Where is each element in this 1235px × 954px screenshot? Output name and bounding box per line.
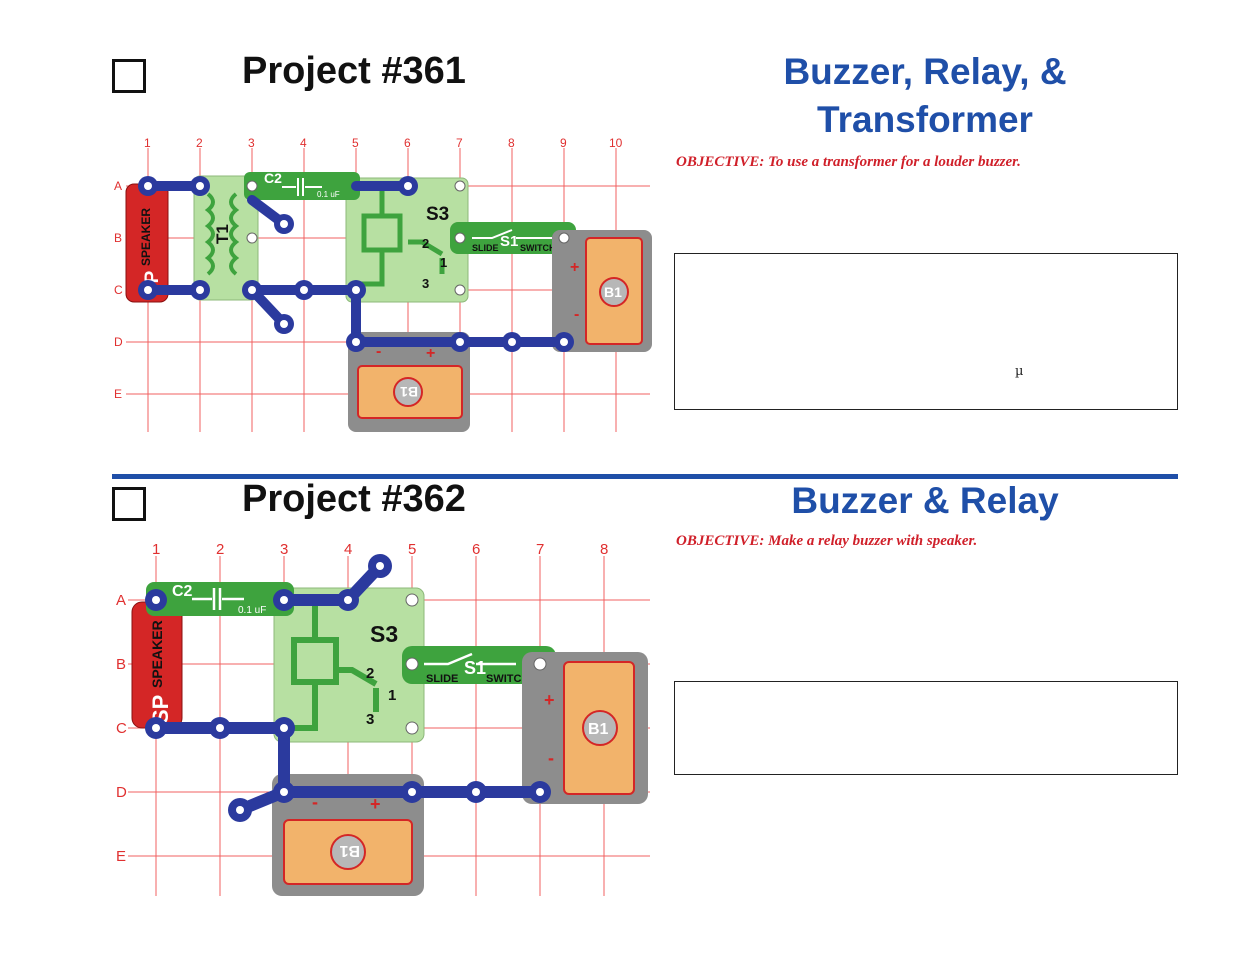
grid-col-10: 10 bbox=[609, 136, 623, 150]
grid-row-a: A bbox=[114, 179, 122, 193]
grid2-col-7: 7 bbox=[536, 541, 544, 558]
capacitor2-c2-label: C2 bbox=[172, 583, 193, 600]
battery2-b1-bottom-label: B1 bbox=[339, 842, 360, 859]
grid-col-9: 9 bbox=[560, 136, 567, 150]
project-361-objective: OBJECTIVE: To use a transformer for a lo… bbox=[676, 154, 1021, 170]
grid2-col-2: 2 bbox=[216, 541, 224, 558]
grid-row-b: B bbox=[114, 231, 122, 245]
grid-col-5: 5 bbox=[352, 136, 359, 150]
project-362-checkbox[interactable] bbox=[112, 487, 146, 521]
project-361-text-box: µ bbox=[674, 253, 1178, 410]
grid2-col-3: 3 bbox=[280, 541, 288, 558]
grid2-row-b: B bbox=[116, 656, 126, 673]
switch2-label: SWITCH bbox=[486, 673, 529, 685]
project-362-title: Project #362 bbox=[242, 478, 466, 520]
section-divider bbox=[112, 474, 1178, 479]
project-362-objective: OBJECTIVE: Make a relay buzzer with spea… bbox=[676, 533, 978, 549]
svg-text:3: 3 bbox=[422, 276, 429, 291]
speaker2-label: SPEAKER bbox=[149, 620, 165, 688]
capacitor-c2-label: C2 bbox=[264, 170, 282, 186]
battery-b1-bottom-label: B1 bbox=[400, 384, 418, 400]
transformer-t1-label: T1 bbox=[213, 224, 232, 244]
battery-bottom-minus: - bbox=[376, 343, 381, 360]
grid-row-e: E bbox=[114, 387, 122, 401]
micro-symbol: µ bbox=[1015, 364, 1024, 379]
slide-switch2-s1-label: S1 bbox=[464, 658, 486, 678]
grid-col-7: 7 bbox=[456, 136, 463, 150]
speaker-label: SPEAKER bbox=[139, 208, 153, 266]
grid2-col-4: 4 bbox=[344, 541, 352, 558]
battery2-bottom-plus: + bbox=[370, 794, 381, 814]
grid2-row-d: D bbox=[116, 784, 127, 801]
grid-col-1: 1 bbox=[144, 136, 151, 150]
grid2-row-a: A bbox=[116, 592, 126, 609]
grid-row-d: D bbox=[114, 335, 123, 349]
battery2-b1-right-label: B1 bbox=[588, 721, 609, 738]
project-361-checkbox[interactable] bbox=[112, 59, 146, 93]
project-361-name-line1: Buzzer, Relay, & bbox=[783, 51, 1067, 92]
grid2-col-6: 6 bbox=[472, 541, 480, 558]
relay2-s3-label: S3 bbox=[370, 621, 398, 647]
grid-col-8: 8 bbox=[508, 136, 515, 150]
slide-switch-s1[interactable] bbox=[450, 222, 576, 254]
grid-col-4: 4 bbox=[300, 136, 307, 150]
battery-bottom-plus: + bbox=[426, 345, 435, 362]
switch-label: SWITCH bbox=[520, 243, 556, 253]
svg-text:2: 2 bbox=[422, 236, 429, 251]
battery2-right-plus: + bbox=[544, 690, 555, 710]
project-361-circuit-diagram: 1 2 3 4 5 6 7 8 9 10 A B C D E S3 2 1 3 … bbox=[114, 136, 652, 432]
capacitor-c2-value: 0.1 uF bbox=[317, 190, 340, 199]
slide-label: SLIDE bbox=[472, 243, 499, 253]
project-362-circuit-diagram: 1 2 3 4 5 6 7 8 A B C D E S3 2 1 3 SP SP… bbox=[116, 541, 650, 896]
slide2-label: SLIDE bbox=[426, 673, 458, 685]
battery-right-plus: + bbox=[570, 259, 579, 276]
grid2-col-8: 8 bbox=[600, 541, 608, 558]
grid2-row-c: C bbox=[116, 720, 127, 737]
grid-col-2: 2 bbox=[196, 136, 203, 150]
battery-right-minus: - bbox=[574, 306, 579, 323]
grid-col-3: 3 bbox=[248, 136, 255, 150]
battery2-bottom-minus: - bbox=[312, 792, 318, 812]
grid-row-c: C bbox=[114, 283, 123, 297]
grid2-col-5: 5 bbox=[408, 541, 416, 558]
project-362-text-box bbox=[674, 681, 1178, 775]
project-361-title: Project #361 bbox=[242, 50, 466, 92]
slide-switch-s1-label: S1 bbox=[500, 233, 518, 250]
battery2-right-minus: - bbox=[548, 748, 554, 768]
relay-s3-label: S3 bbox=[426, 204, 449, 225]
capacitor2-c2-value: 0.1 uF bbox=[238, 605, 266, 616]
project-361-name-line2: Transformer bbox=[817, 99, 1033, 140]
svg-text:2: 2 bbox=[366, 665, 374, 682]
svg-text:1: 1 bbox=[440, 255, 447, 270]
grid2-row-e: E bbox=[116, 848, 126, 865]
grid-col-6: 6 bbox=[404, 136, 411, 150]
project-362-name: Buzzer & Relay bbox=[791, 480, 1059, 521]
project-361-name: Buzzer, Relay, & Transformer bbox=[700, 48, 1150, 144]
battery-b1-right-label: B1 bbox=[604, 284, 622, 300]
svg-text:3: 3 bbox=[366, 711, 374, 728]
grid2-col-1: 1 bbox=[152, 541, 160, 558]
svg-text:1: 1 bbox=[388, 687, 396, 704]
